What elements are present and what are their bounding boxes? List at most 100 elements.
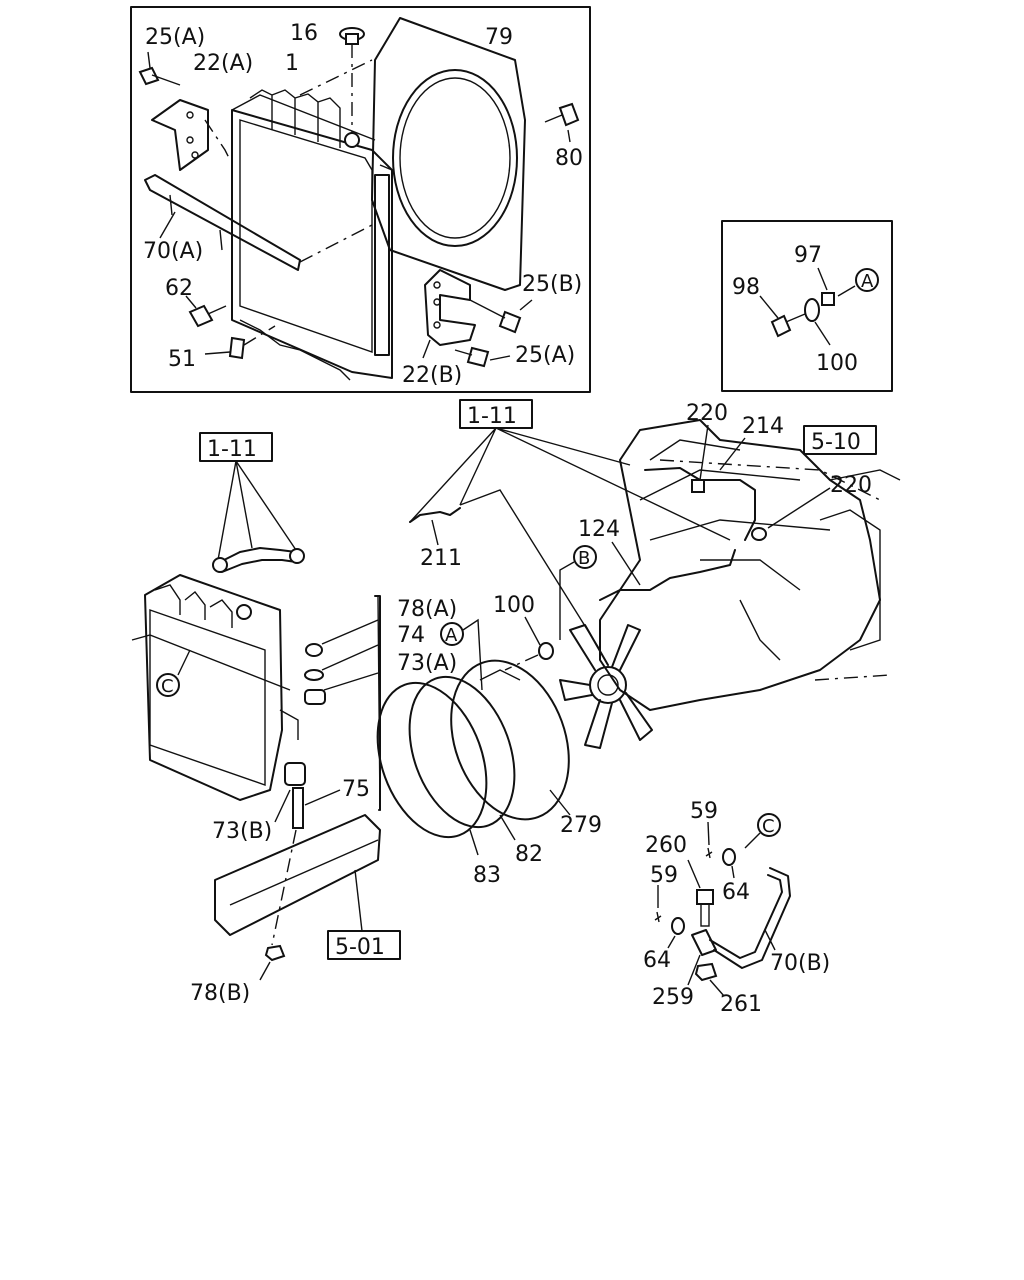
ref-5-10-label: 5-10 <box>811 430 861 455</box>
ref-box-1-11-b: 1-11 <box>199 432 273 462</box>
callout-C-detail-label: C <box>762 816 775 837</box>
label-220-b: 220 <box>830 473 872 498</box>
label-211: 211 <box>420 546 462 571</box>
bolt-62 <box>185 295 227 328</box>
label-64-b: 64 <box>643 948 671 973</box>
label-70A: 70(A) <box>143 239 203 264</box>
label-1: 1 <box>285 51 299 76</box>
label-25A-top: 25(A) <box>145 25 205 50</box>
label-261: 261 <box>720 992 762 1017</box>
label-259: 259 <box>652 985 694 1010</box>
callout-C-left: C <box>156 649 191 697</box>
callout-A-main: A <box>440 618 483 691</box>
callout-B-label: B <box>578 548 590 569</box>
label-51: 51 <box>168 347 196 372</box>
label-78A: 78(A) <box>397 597 457 622</box>
label-25A-bottom: 25(A) <box>515 343 575 368</box>
frame-rail <box>214 814 381 936</box>
ref-1-11-a-label: 1-11 <box>467 404 517 429</box>
bolt-98 <box>759 295 806 338</box>
upper-hose <box>212 547 305 573</box>
ref-box-5-10: 5-10 <box>803 425 877 455</box>
washer-100 <box>804 298 831 346</box>
label-22B: 22(B) <box>402 363 462 388</box>
washer-64-a <box>722 848 736 879</box>
callout-A-main-label: A <box>445 625 458 646</box>
washer-74 <box>304 669 324 681</box>
radiator-top-fins <box>249 89 341 148</box>
radiator-core-1 <box>231 89 393 381</box>
nut-78A <box>305 643 323 657</box>
label-220-a: 220 <box>686 401 728 426</box>
fan-shroud-79 <box>371 17 526 291</box>
label-73B: 73(B) <box>212 819 272 844</box>
callout-A-detail-label: A <box>861 271 874 292</box>
label-22A: 22(A) <box>193 51 253 76</box>
nut-97 <box>817 267 856 306</box>
ring-83 <box>376 681 488 856</box>
washer-64-b <box>667 917 685 949</box>
label-74: 74 <box>397 623 425 648</box>
fitting-220-b <box>751 527 767 541</box>
label-100-detail: 100 <box>816 351 858 376</box>
nut-78B <box>259 944 286 981</box>
label-97: 97 <box>794 243 822 268</box>
callout-B: B <box>559 545 597 640</box>
callout-C-detail: C <box>744 813 781 849</box>
label-80: 80 <box>555 146 583 171</box>
label-100-main: 100 <box>493 593 535 618</box>
pipe-214 <box>644 467 756 541</box>
cooling-fan <box>559 624 653 749</box>
label-70B: 70(B) <box>770 951 830 976</box>
bolt-80 <box>544 102 580 143</box>
bracket-22A <box>151 99 231 171</box>
ref-box-5-01: 5-01 <box>327 930 401 960</box>
label-83: 83 <box>473 863 501 888</box>
label-79: 79 <box>485 25 513 50</box>
label-59-b: 59 <box>650 863 678 888</box>
nut-261 <box>694 962 725 997</box>
callout-C-left-label: C <box>161 676 174 697</box>
hose-211 <box>409 489 601 651</box>
detail-C: C <box>643 799 830 1017</box>
pipe-70B <box>709 867 791 969</box>
shroud-279 <box>450 659 571 821</box>
label-82: 82 <box>515 842 543 867</box>
label-279: 279 <box>560 813 602 838</box>
ref-5-01-label: 5-01 <box>335 935 385 960</box>
nut-100 <box>504 616 554 671</box>
label-16: 16 <box>290 21 318 46</box>
cushion-73A <box>304 689 326 705</box>
bolt-25A-bottom <box>454 346 511 368</box>
main-assembly: 1-11 1-11 5-10 5-01 <box>131 399 901 1006</box>
pipe-124 <box>599 549 736 601</box>
ref-box-1-11-a: 1-11 <box>459 399 533 429</box>
pin-59-b <box>654 885 662 923</box>
label-124: 124 <box>578 517 620 542</box>
label-75: 75 <box>342 777 370 802</box>
bracket-259 <box>687 929 717 986</box>
callout-A-detail: A <box>855 268 879 292</box>
label-214: 214 <box>742 414 784 439</box>
stud-75 <box>292 787 341 829</box>
label-25B: 25(B) <box>522 272 582 297</box>
bracket-22B <box>422 269 476 359</box>
label-78B: 78(B) <box>190 981 250 1006</box>
bolt-25B <box>469 299 533 334</box>
label-98: 98 <box>732 275 760 300</box>
label-260: 260 <box>645 833 687 858</box>
drain-plug-51 <box>204 325 276 360</box>
bolt-260 <box>687 859 714 927</box>
pin-59-a <box>705 821 713 859</box>
ring-82 <box>408 675 516 841</box>
cushion-73B <box>274 762 306 823</box>
engine-block <box>599 419 901 711</box>
radiator-detail-panel: 25(A) 22(A) 1 16 79 80 70(A) 62 51 25(B)… <box>130 6 591 393</box>
label-64-a: 64 <box>722 880 750 905</box>
radiator-assembly <box>131 574 299 801</box>
label-59-a: 59 <box>690 799 718 824</box>
label-73A: 73(A) <box>397 651 457 676</box>
label-62: 62 <box>165 276 193 301</box>
mount-detail-panel: A 97 98 100 <box>721 220 893 392</box>
